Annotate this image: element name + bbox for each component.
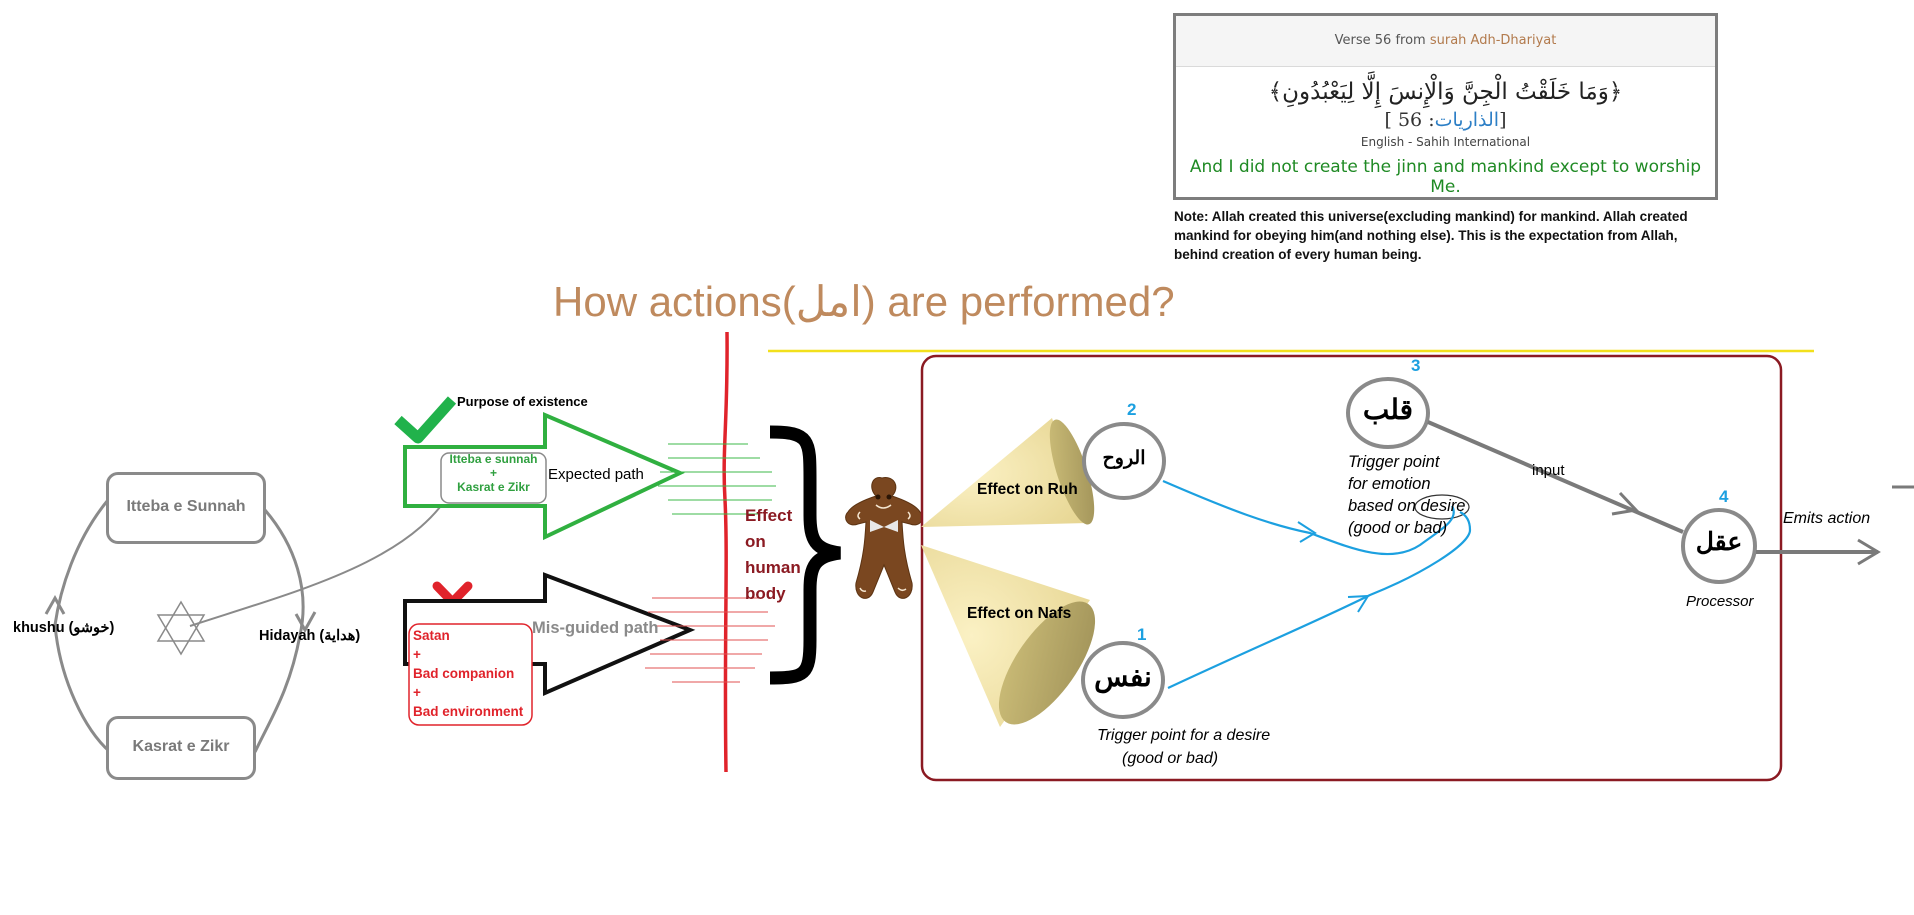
node-qalb-text: قلب: [1362, 393, 1414, 426]
effect-line-2: on: [745, 532, 766, 551]
expected-inner-line1: Itteba e sunnah: [449, 452, 538, 466]
misguided-list: Satan + Bad companion + Bad environment: [413, 626, 523, 721]
effect-line-1: Effect: [745, 506, 793, 525]
verse-ref-surah: الذاريات: [1434, 109, 1500, 131]
node-nafs-number: 1: [1137, 625, 1147, 644]
node-ruh-circle: [1082, 422, 1166, 500]
red-barrier-line: [722, 331, 729, 773]
node-nafs-circle: [1081, 641, 1165, 719]
misguided-item-plus1: +: [413, 647, 421, 662]
cone-nafs-label: Effect on Nafs: [967, 605, 1072, 622]
cycle-right-arrowhead: [294, 611, 317, 634]
diagram-title: How actions(امل) are performed?: [553, 278, 1175, 325]
verse-ref-open: [: [1384, 109, 1392, 131]
star-to-expected-line: [189, 479, 458, 627]
misguided-inner-box: [408, 623, 533, 726]
khushu-label: khushu (خوشو): [13, 620, 115, 636]
qalb-to-aql-arrow: [1427, 420, 1684, 534]
qalb-caption-based-on: based on: [1348, 497, 1416, 515]
aql-caption: Processor: [1686, 593, 1754, 610]
cone-nafs: [921, 545, 1096, 727]
cone-ruh: [921, 418, 1095, 527]
verse-header: Verse 56 from surah Adh-Dhariyat: [1176, 16, 1715, 67]
expected-inner-line2: Kasrat e Zikr: [457, 480, 530, 494]
nafs-caption-line2: (good or bad): [1122, 750, 1219, 767]
verse-translation: And I did not create the jinn and mankin…: [1189, 157, 1702, 197]
emits-action-label: Emits action: [1783, 510, 1871, 527]
surah-link[interactable]: surah Adh-Dhariyat: [1429, 33, 1557, 48]
node-nafs-text: نفس: [1094, 660, 1152, 693]
purpose-label: Purpose of existence: [457, 394, 588, 409]
cycle-left-arrowhead: [44, 594, 66, 615]
node-qalb-circle: [1346, 377, 1430, 449]
ruh-to-desire-arrow: [1162, 479, 1455, 556]
expected-inner-plus: +: [489, 466, 497, 480]
misguided-item-environment: Bad environment: [413, 704, 524, 719]
node-aql-number: 4: [1719, 487, 1729, 506]
nafs-caption-line1: Trigger point for a desire: [1097, 727, 1271, 744]
kasrat-box: Kasrat e Zikr: [106, 716, 256, 780]
qalb-caption-line3: based on desire: [1348, 495, 1465, 517]
qalb-caption-line1: Trigger point: [1348, 453, 1440, 471]
verse-reference: [ الذاريات: 56]: [1176, 109, 1715, 131]
misguided-item-companion: Bad companion: [413, 666, 515, 681]
node-ruh-number: 2: [1127, 400, 1137, 419]
cycle-right-arc: [253, 509, 305, 753]
gingerbread-man-icon: [845, 477, 923, 599]
misguided-path-label: Mis-guided path: [532, 619, 659, 637]
red-impact-lines: [645, 597, 775, 683]
node-aql-text: عقل: [1695, 527, 1743, 556]
effect-line-4: body: [745, 584, 786, 603]
expected-inner-box: [440, 452, 547, 504]
hidayah-label: Hidayah (هداية): [259, 628, 361, 644]
misguided-item-plus2: +: [413, 685, 421, 700]
nafs-midpoint-arrowhead: [1347, 594, 1370, 613]
green-impact-lines: [658, 443, 776, 515]
node-aql-circle: [1681, 508, 1757, 584]
verse-card: Verse 56 from surah Adh-Dhariyat ﴿وَمَا …: [1173, 13, 1718, 200]
verse-ref-number: : 56]: [1397, 109, 1507, 131]
emits-arrowhead: [1857, 538, 1881, 566]
input-arrowhead: [1611, 491, 1640, 516]
qalb-caption-line4: (good or bad): [1348, 519, 1448, 537]
curly-brace: [769, 425, 842, 685]
ruh-midpoint-arrowhead: [1297, 521, 1317, 543]
misguided-item-satan: Satan: [413, 628, 450, 643]
desire-highlight-oval: [1414, 494, 1470, 520]
qalb-caption: Trigger point for emotion based on desir…: [1348, 451, 1465, 539]
verse-arabic: ﴿وَمَا خَلَقْتُ الْجِنَّ وَالْإِنسَ إِلَ…: [1268, 79, 1623, 105]
nafs-to-desire-arrow: [1167, 511, 1472, 689]
star-icon: [156, 600, 206, 656]
effect-line-3: human: [745, 558, 801, 577]
expected-inner-text: Itteba e sunnah + Kasrat e Zikr: [441, 452, 546, 494]
translation-source: English - Sahih International: [1360, 135, 1531, 149]
input-label: input: [1532, 462, 1565, 479]
itteba-box: Itteba e Sunnah: [106, 472, 266, 544]
note-text: Note: Allah created this universe(exclud…: [1174, 209, 1688, 262]
check-icon: [394, 396, 457, 444]
cycle-left-arc: [53, 499, 111, 754]
expected-path-label: Expected path: [548, 466, 644, 483]
effect-label: Effect on human body: [745, 503, 801, 607]
qalb-caption-desire: desire: [1420, 497, 1466, 515]
cone-ruh-label: Effect on Ruh: [977, 481, 1078, 498]
soul-body-frame: [920, 354, 1783, 782]
verse-header-prefix: Verse 56 from: [1334, 33, 1430, 48]
qalb-caption-line2: for emotion: [1348, 475, 1431, 493]
node-ruh-text: الروح: [1102, 447, 1146, 469]
node-qalb-number: 3: [1411, 356, 1421, 375]
